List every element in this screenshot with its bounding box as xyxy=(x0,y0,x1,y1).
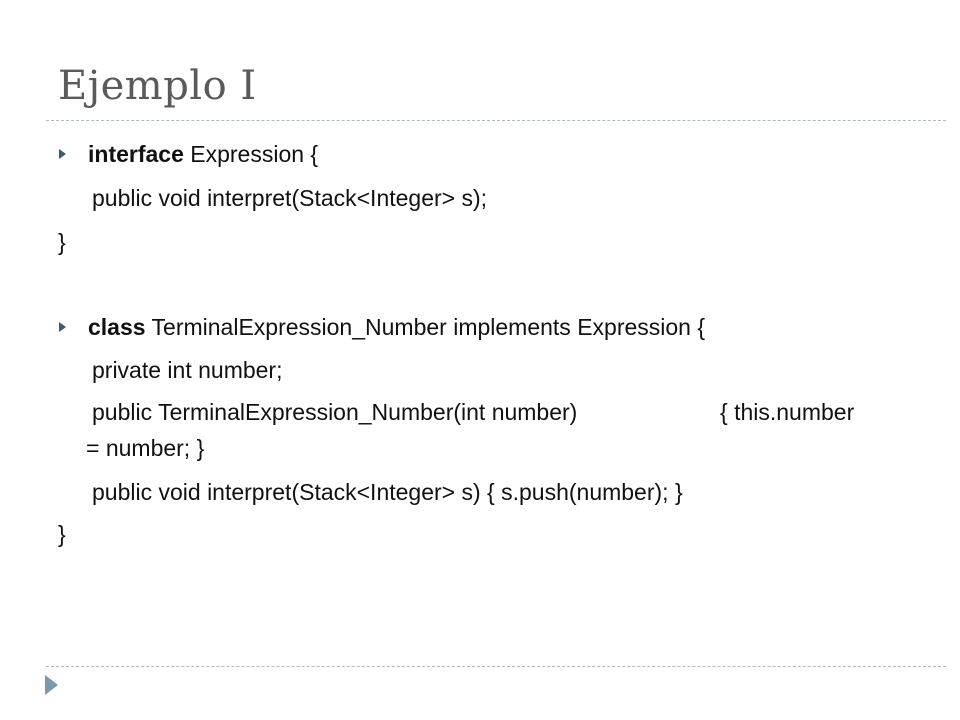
interface-header-text: Expression { xyxy=(183,141,319,167)
code-line: { this.number xyxy=(720,399,855,425)
slide-corner-triangle-icon xyxy=(45,675,58,695)
title-divider xyxy=(46,120,946,121)
closing-brace: } xyxy=(58,229,66,255)
triangle-right-icon xyxy=(59,149,66,159)
class-header-text: TerminalExpression_Number implements Exp… xyxy=(145,314,706,340)
code-line: = number; } xyxy=(86,435,205,461)
footer-divider xyxy=(46,666,946,667)
closing-brace: } xyxy=(58,521,66,547)
triangle-right-icon xyxy=(59,322,66,332)
code-line: public TerminalExpression_Number(int num… xyxy=(92,399,578,425)
keyword-interface: interface xyxy=(88,141,184,167)
slide-title: Ejemplo I xyxy=(58,63,257,109)
code-line: public void interpret(Stack<Integer> s); xyxy=(92,185,488,211)
code-line: private int number; xyxy=(92,357,283,383)
class-header: class TerminalExpression_Number implemen… xyxy=(88,311,705,343)
code-line: public void interpret(Stack<Integer> s) … xyxy=(92,479,683,505)
interface-header: interface Expression { xyxy=(88,138,318,170)
keyword-class: class xyxy=(88,314,146,340)
